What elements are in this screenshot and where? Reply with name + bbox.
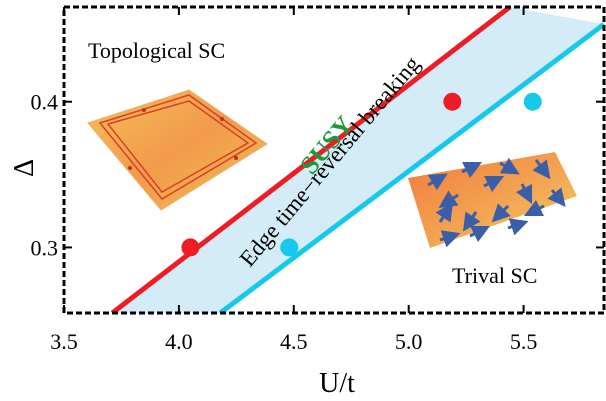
series-1-line xyxy=(110,7,512,313)
x-tick-label: 4.5 xyxy=(280,329,308,354)
plot-frame xyxy=(62,5,606,315)
x-axis-title: U/t xyxy=(319,368,355,399)
y-tick-label: 0.4 xyxy=(31,90,59,115)
y-axis-title: Δ xyxy=(9,159,40,177)
x-tick-label: 3.5 xyxy=(50,329,78,354)
x-tick-label: 5.0 xyxy=(395,329,423,354)
series-2-point-2 xyxy=(523,92,542,111)
edge-time-reversal-breaking-band xyxy=(112,7,605,313)
topological-sc-sample-image xyxy=(87,89,268,211)
series-1-point-2 xyxy=(443,92,462,111)
series-2-line xyxy=(218,22,606,313)
trivial-sc-sample-image xyxy=(408,152,577,248)
y-tick-label: 0.3 xyxy=(31,235,59,260)
topological-sc-label: Topological SC xyxy=(88,38,225,63)
series-1-point-1 xyxy=(181,238,200,257)
x-tick-label: 5.5 xyxy=(510,329,538,354)
trivial-sc-label: Trival SC xyxy=(452,263,537,288)
series-2-point-1 xyxy=(280,238,299,257)
x-tick-label: 4.0 xyxy=(165,329,193,354)
